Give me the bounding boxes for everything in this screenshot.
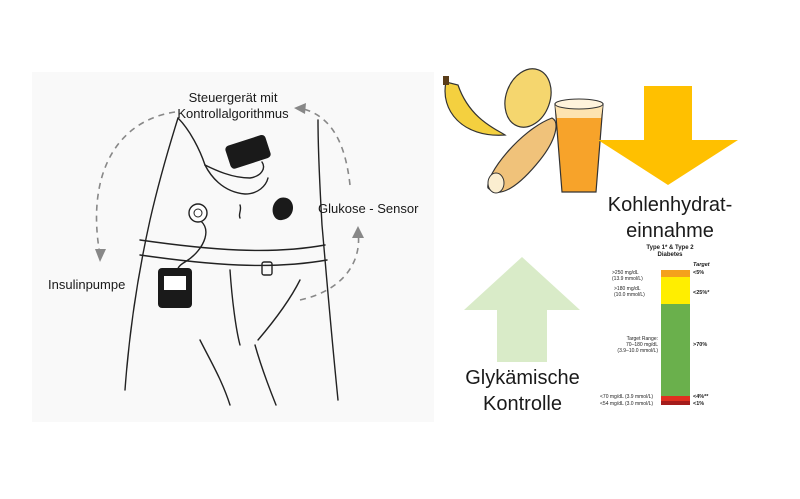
tir-label-very-high-line2: (13.9 mmol/L)	[612, 276, 643, 282]
tir-target-very-low: <1%	[693, 401, 705, 407]
body-diagram-panel	[32, 72, 434, 422]
tir-segment-very-low	[661, 401, 690, 405]
controller-label-line2: Kontrollalgorithmus	[177, 106, 289, 121]
tir-label-target-range: Target Range: 70–180 mg/dL (3.9–10.0 mmo…	[614, 336, 658, 354]
sensor-label: Glukose - Sensor	[318, 201, 419, 216]
orange-juice-glass-icon	[554, 98, 604, 193]
tir-bar-stack	[661, 270, 690, 405]
glucose-sensor-icon	[272, 197, 294, 221]
baguette-icon	[487, 117, 557, 193]
tir-label-target-range-line2: 70–180 mg/dL	[626, 342, 658, 348]
arrowhead-sensor	[352, 226, 364, 238]
tir-chart-title: Type 1* & Type 2 Diabetes	[625, 245, 715, 259]
tir-segment-in-range	[661, 304, 690, 396]
potato-icon	[504, 68, 552, 128]
arrowhead-controller	[294, 103, 306, 114]
carb-intake-label-line2: einnahme	[626, 220, 714, 242]
carb-intake-label-line1: Kohlenhydrat-	[607, 194, 733, 216]
cycle-arrow-sensor-to-controller	[299, 107, 351, 186]
tir-chart-title-line1: Type 1* & Type 2	[646, 245, 694, 251]
pump-label: Insulinpumpe	[48, 277, 126, 292]
insulin-pump-icon	[158, 268, 192, 308]
glycemic-control-label-line2: Kontrolle	[483, 393, 562, 415]
tir-segment-high	[661, 277, 690, 304]
tir-label-high: >180 mg/dL (10.0 mmol/L)	[614, 286, 645, 298]
tir-label-target-range-line1: Target Range:	[626, 336, 658, 342]
tir-target-low: <4%**	[693, 394, 709, 400]
tir-segment-very-high	[661, 270, 690, 277]
infusion-site-icon	[188, 203, 208, 223]
tir-segment-low	[661, 396, 690, 401]
arrowhead-pump	[95, 249, 106, 262]
tir-label-very-high-line1: >250 mg/dL	[612, 270, 639, 276]
tir-target-in-range: >70%	[693, 342, 708, 348]
glycemic-control-label: Glykämische Kontrolle	[450, 365, 595, 417]
glycemic-control-label-line1: Glykämische	[465, 367, 580, 389]
controller-phone-icon	[225, 134, 271, 169]
carb-intake-label: Kohlenhydrat- einnahme	[600, 192, 740, 244]
cycle-arrow-pump-to-sensor	[299, 231, 360, 301]
tir-target-very-high: <5%	[693, 270, 705, 276]
cycle-arrow-controller-to-pump	[95, 111, 176, 256]
controller-label: Steuergerät mit Kontrollalgorithmus	[163, 90, 303, 122]
banana-icon	[444, 81, 507, 136]
tir-label-low: <70 mg/dL (3.9 mmol/L)	[600, 394, 654, 400]
controller-label-line1: Steuergerät mit	[188, 90, 278, 105]
tir-label-target-range-line3: (3.9–10.0 mmol/L)	[617, 348, 658, 354]
tir-chart-title-line2: Diabetes	[657, 252, 683, 258]
tir-target-header: Target	[693, 262, 710, 268]
tir-label-very-high: >250 mg/dL (13.9 mmol/L)	[612, 270, 643, 282]
tir-label-very-low: <54 mg/dL (3.0 mmol/L)	[600, 401, 654, 407]
tir-label-high-line1: >180 mg/dL	[614, 286, 641, 292]
tir-target-high: <25%*	[693, 290, 710, 296]
tir-label-high-line2: (10.0 mmol/L)	[614, 292, 645, 298]
